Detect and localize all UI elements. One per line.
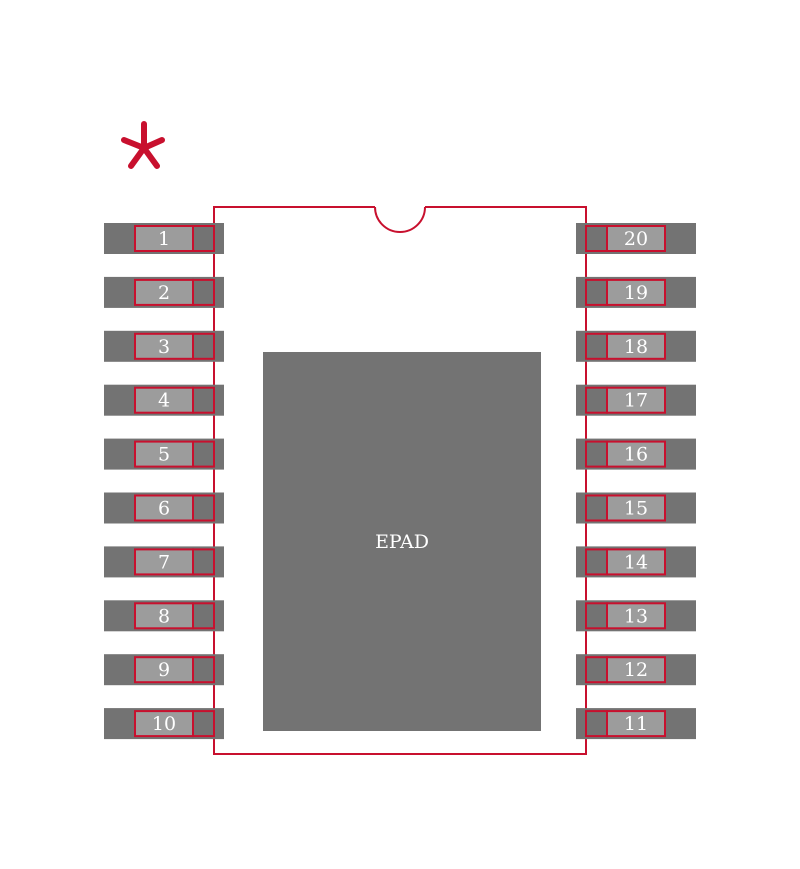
pad-15: 15 <box>576 492 696 524</box>
body-outline <box>213 206 587 755</box>
pad-3: 3 <box>104 330 224 362</box>
pad-2: 2 <box>104 276 224 308</box>
left-pin-column: 1 2 3 4 5 6 7 8 9 10 <box>104 223 224 740</box>
pad-number: 18 <box>624 336 648 358</box>
pad-6: 6 <box>104 492 224 524</box>
pad-lead-shoulder <box>192 278 215 306</box>
pad-number: 7 <box>158 551 170 573</box>
pad-12: 12 <box>576 654 696 686</box>
pad-lead-shoulder <box>192 225 215 252</box>
pad-lead <box>134 440 194 468</box>
pad-lead <box>134 710 194 738</box>
pad-number: 6 <box>158 498 170 520</box>
pad-11: 11 <box>576 708 696 740</box>
pad-lead-shoulder <box>192 332 215 360</box>
pad-lead <box>606 602 666 630</box>
pin1-marker-icon <box>121 121 165 169</box>
pad-lead <box>606 710 666 738</box>
pad-19: 19 <box>576 276 696 308</box>
pad-20: 20 <box>576 223 696 254</box>
pad-number: 2 <box>158 282 170 304</box>
pad-number: 1 <box>158 228 170 250</box>
pad-lead <box>606 278 666 306</box>
pad-lead <box>606 386 666 414</box>
pad-lead-shoulder <box>192 602 215 630</box>
pad-number: 12 <box>624 659 648 681</box>
pad-7: 7 <box>104 546 224 578</box>
epad <box>263 352 541 731</box>
pad-number: 5 <box>158 444 170 466</box>
pad-10: 10 <box>104 708 224 740</box>
pad-lead-shoulder <box>192 710 215 738</box>
pad-lead <box>606 440 666 468</box>
pad-9: 9 <box>104 654 224 686</box>
pad-1: 1 <box>104 223 224 254</box>
pad-16: 16 <box>576 438 696 470</box>
pad-lead <box>606 656 666 684</box>
pad-number: 19 <box>624 282 648 304</box>
pad-lead <box>606 332 666 360</box>
pad-lead <box>134 602 194 630</box>
pad-4: 4 <box>104 384 224 416</box>
pad-lead-shoulder <box>192 386 215 414</box>
pad-lead <box>134 494 194 522</box>
pad-13: 13 <box>576 600 696 632</box>
pad-number: 15 <box>624 498 648 520</box>
pad-lead-shoulder <box>192 494 215 522</box>
pad-number: 11 <box>624 713 648 735</box>
pad-number: 8 <box>158 605 170 627</box>
pad-lead-shoulder <box>192 440 215 468</box>
pad-18: 18 <box>576 330 696 362</box>
pad-number: 4 <box>158 390 170 412</box>
pad-lead <box>134 332 194 360</box>
pad-number: 14 <box>624 551 648 573</box>
pad-number: 9 <box>158 659 170 681</box>
pad-number: 20 <box>624 228 648 250</box>
pad-5: 5 <box>104 438 224 470</box>
pad-17: 17 <box>576 384 696 416</box>
pin1-notch <box>374 206 426 233</box>
pad-number: 3 <box>158 336 170 358</box>
pad-lead-shoulder <box>192 548 215 576</box>
pad-number: 10 <box>152 713 176 735</box>
pad-lead <box>134 548 194 576</box>
right-pin-column: 20 19 18 17 16 15 14 13 12 11 <box>576 223 696 740</box>
pad-8: 8 <box>104 600 224 632</box>
epad-label: EPAD <box>375 531 429 553</box>
pad-number: 13 <box>624 605 648 627</box>
pad-lead <box>606 494 666 522</box>
pad-lead <box>134 225 194 252</box>
pad-number: 16 <box>624 444 648 466</box>
pad-lead <box>134 656 194 684</box>
pad-14: 14 <box>576 546 696 578</box>
pad-number: 17 <box>624 390 648 412</box>
pad-lead <box>606 225 666 252</box>
pad-lead-shoulder <box>192 656 215 684</box>
pad-lead <box>606 548 666 576</box>
pad-lead <box>134 386 194 414</box>
